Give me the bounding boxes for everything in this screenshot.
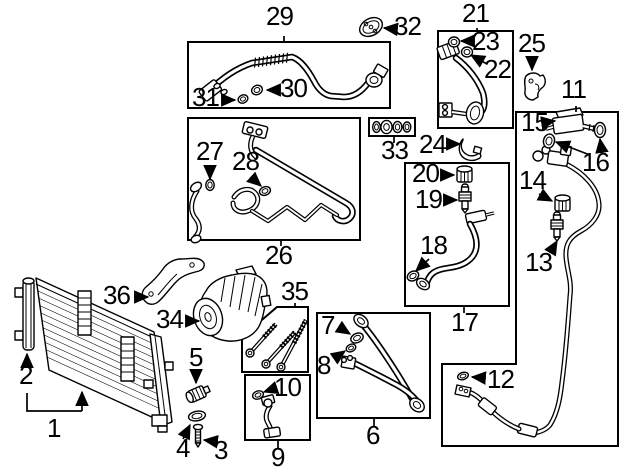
callout-12: 12: [487, 364, 515, 394]
compressor: [192, 265, 272, 342]
discharge-hose-17: [415, 209, 495, 291]
box-11-outline: [441, 111, 619, 447]
callout-5: 5: [189, 342, 204, 372]
callout-21: 21: [462, 0, 490, 28]
callout-18: 18: [420, 230, 448, 260]
bolt: [245, 322, 278, 358]
bolt: [261, 330, 297, 369]
callout-35: 35: [281, 276, 309, 306]
callout-19: 19: [415, 184, 443, 214]
leader-arrows: [20, 22, 609, 449]
label-ticks: [277, 28, 577, 448]
callout-7: 7: [321, 310, 336, 340]
refrigerant-hose-29: [198, 52, 389, 102]
callout-29: 29: [266, 1, 294, 31]
callout-26: 26: [265, 240, 293, 270]
callout-27: 27: [196, 136, 224, 166]
callout-22: 22: [484, 54, 512, 84]
condenser-fins: [37, 290, 166, 412]
callout-3: 3: [214, 435, 229, 465]
o-ring-27: [205, 178, 215, 192]
callout-33: 33: [381, 135, 409, 165]
callout-34: 34: [156, 304, 184, 334]
callout-2: 2: [19, 360, 34, 390]
oil-pipe-9: [260, 394, 282, 439]
condenser-bracket-left: [77, 290, 92, 336]
o-ring-30: [250, 84, 264, 96]
valve-cap-14: [554, 194, 571, 212]
callout-28: 28: [232, 146, 260, 176]
hose-corrugation: [253, 52, 289, 68]
o-ring-8: [345, 343, 357, 353]
callout-25: 25: [518, 28, 546, 58]
callout-30: 30: [280, 73, 308, 103]
callout-36: 36: [103, 280, 131, 310]
callout-8: 8: [317, 350, 332, 380]
seal-kit-33: [372, 119, 412, 135]
sealing-cap-32: [358, 16, 384, 38]
callout-13: 13: [525, 247, 553, 277]
o-ring-23: [447, 36, 461, 48]
callout-31: 31: [192, 82, 220, 112]
callout-32: 32: [394, 11, 422, 41]
valve-screw: [192, 423, 204, 448]
callout-4: 4: [176, 433, 191, 463]
o-ring-12: [456, 371, 470, 381]
bolt: [276, 318, 309, 372]
callout-14: 14: [519, 165, 547, 195]
valve-core-19: [458, 183, 472, 214]
callout-23: 23: [472, 26, 500, 56]
o-ring-31: [237, 94, 249, 104]
callout-11: 11: [561, 74, 587, 104]
callout-15: 15: [521, 107, 549, 137]
expansion-valve-line-11: [454, 107, 602, 438]
mounting-bolts: [245, 318, 309, 372]
pipe-clip-24: [458, 138, 483, 162]
callout-20: 20: [412, 158, 440, 188]
condenser-bracket-right: [120, 336, 135, 382]
pipe-bracket-25: [523, 72, 546, 101]
o-ring-18: [406, 270, 420, 282]
callout-9: 9: [271, 442, 286, 472]
suction-hose-assembly: [340, 313, 425, 413]
liquid-hose-21: [436, 40, 488, 125]
o-ring-16-right: [593, 121, 607, 139]
callout-24: 24: [419, 129, 447, 159]
pipe-assembly-26: [189, 120, 356, 244]
callout-6: 6: [366, 420, 381, 450]
valve-cap-20: [456, 165, 473, 183]
compressor-bracket: [141, 257, 205, 305]
callout-16: 16: [582, 147, 610, 177]
o-ring-7: [350, 332, 364, 344]
condenser: [14, 277, 174, 433]
callout-17: 17: [451, 307, 479, 337]
seal-ring-4: [187, 410, 207, 422]
charge-valve: [185, 385, 211, 404]
callout-10: 10: [274, 372, 302, 402]
o-ring-28: [258, 185, 272, 197]
o-ring-16-left: [542, 133, 556, 149]
callout-1: 1: [47, 413, 62, 443]
